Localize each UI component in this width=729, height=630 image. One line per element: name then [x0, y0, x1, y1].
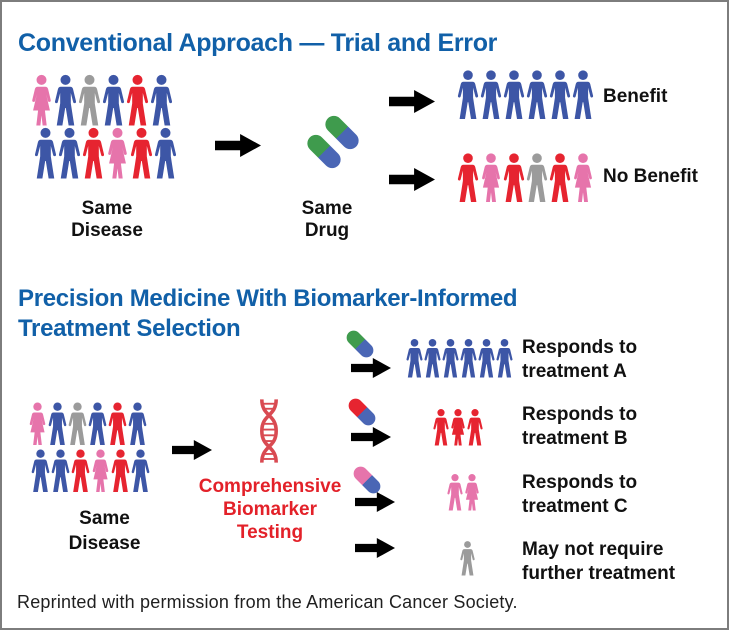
person-icon-male	[110, 449, 131, 493]
person-icon-male	[477, 334, 496, 383]
person-icon-male	[53, 74, 78, 127]
precision-section-title: Precision Medicine With Biomarker-Inform…	[18, 285, 518, 342]
person-icon-male	[33, 127, 58, 180]
person-icon-female	[449, 405, 467, 450]
pill-icon	[345, 395, 379, 429]
person-icon-male	[129, 127, 154, 180]
arrow-right-icon	[389, 90, 435, 113]
patient-row	[27, 402, 150, 446]
person-icon-male	[127, 402, 148, 446]
conventional-patient-group	[29, 74, 177, 180]
person-icon-male	[502, 152, 526, 204]
treatment-b-label: Responds to treatment B	[522, 404, 638, 449]
benefit-label: Benefit	[603, 86, 668, 107]
biomarker-testing-label: Comprehensive Biomarker Testing	[198, 476, 342, 543]
person-icon-male	[548, 69, 572, 121]
person-icon-male	[70, 449, 91, 493]
person-icon-male	[502, 69, 526, 121]
arrow-right-icon	[351, 427, 391, 447]
person-icon-male	[525, 69, 549, 121]
person-icon-female	[105, 127, 130, 180]
dna-icon	[260, 399, 278, 463]
person-icon-male	[456, 152, 480, 204]
person-icon-female	[27, 402, 48, 446]
person-icon-male	[50, 449, 71, 493]
conventional-section-title: Conventional Approach — Trial and Error	[18, 29, 498, 57]
person-icon-male	[432, 405, 450, 450]
person-icon-male	[459, 334, 478, 383]
no-treatment-label: May not require further treatment	[522, 539, 676, 584]
person-icon-male	[87, 402, 108, 446]
no-treatment-group	[459, 536, 475, 581]
attribution-text: Reprinted with permission from the Ameri…	[17, 592, 518, 612]
person-icon-male	[81, 127, 106, 180]
person-icon-male	[153, 127, 178, 180]
treatment-c-group	[446, 470, 480, 515]
arrow-right-icon	[389, 168, 435, 191]
arrow-right-icon	[172, 440, 212, 460]
treatment-c-label: Responds to treatment C	[522, 472, 638, 517]
person-icon-female	[463, 470, 481, 515]
person-icon-male	[525, 152, 549, 204]
person-icon-male	[67, 402, 88, 446]
person-icon-male	[495, 334, 514, 383]
person-icon-female	[571, 152, 595, 204]
person-icon-male	[130, 449, 151, 493]
person-icon-male	[571, 69, 595, 121]
person-icon-male	[107, 402, 128, 446]
person-icon-male	[57, 127, 82, 180]
benefit-group	[456, 69, 594, 121]
treatment-a-label: Responds to treatment A	[522, 337, 638, 382]
person-icon-female	[479, 152, 503, 204]
arrow-right-icon	[215, 134, 261, 157]
arrow-right-icon	[355, 492, 395, 512]
no-benefit-label: No Benefit	[603, 166, 698, 187]
person-icon-male	[423, 334, 442, 383]
person-icon-male	[77, 74, 102, 127]
person-icon-female	[90, 449, 111, 493]
person-icon-female	[29, 74, 54, 127]
person-icon-male	[125, 74, 150, 127]
person-icon-male	[548, 152, 572, 204]
treatment-a-group	[405, 334, 513, 383]
same-disease-label: Same Disease	[68, 508, 141, 554]
person-icon-male	[441, 334, 460, 383]
patient-row	[30, 449, 150, 493]
person-icon-male	[101, 74, 126, 127]
patient-row	[33, 127, 177, 180]
same-drug-pills	[298, 110, 370, 182]
same-disease-label: Same Disease	[71, 198, 143, 241]
person-icon-male	[456, 69, 480, 121]
patient-row	[29, 74, 177, 127]
person-icon-male	[30, 449, 51, 493]
person-icon-male	[149, 74, 174, 127]
treatment-b-group	[432, 405, 483, 450]
person-icon-male	[479, 69, 503, 121]
person-icon-male	[446, 470, 464, 515]
precision-patient-group	[27, 402, 150, 493]
arrow-right-icon	[355, 538, 395, 558]
arrow-right-icon	[351, 358, 391, 378]
same-drug-label: Same Drug	[301, 198, 353, 241]
person-icon-male	[459, 536, 476, 581]
person-icon-male	[466, 405, 484, 450]
no-benefit-group	[456, 152, 594, 204]
person-icon-male	[47, 402, 68, 446]
person-icon-male	[405, 334, 424, 383]
